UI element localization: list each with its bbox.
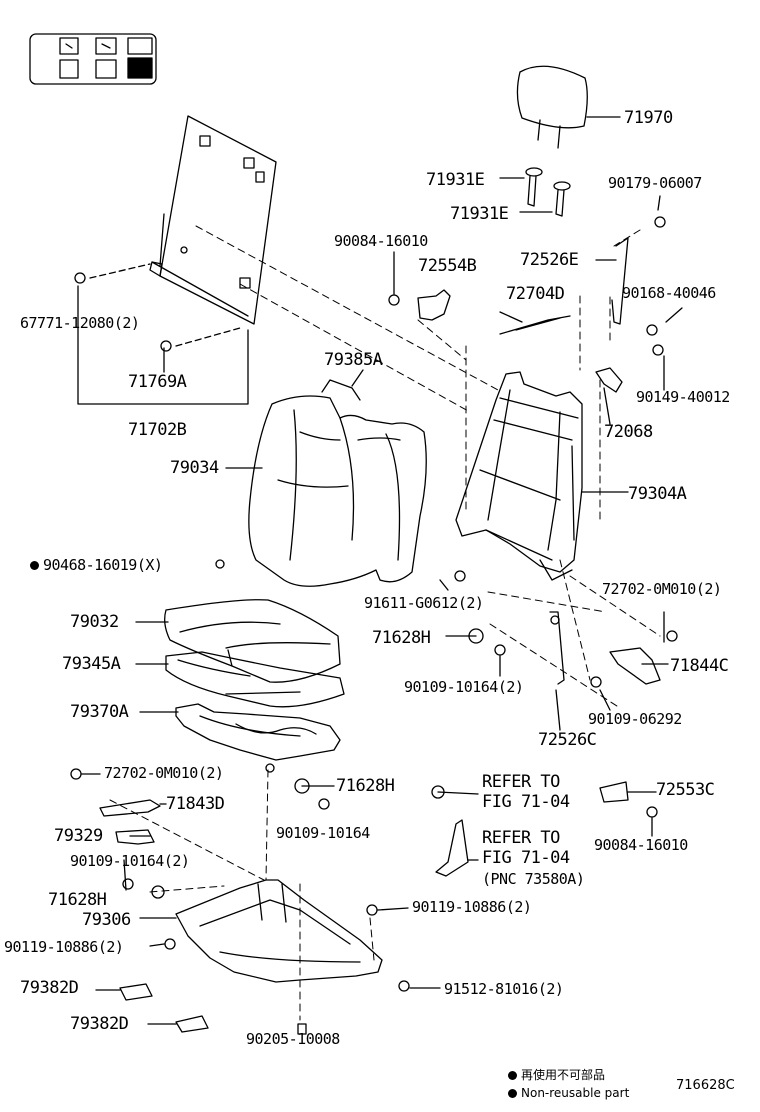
label-72554b: 72554B <box>418 256 477 276</box>
label-71970: 71970 <box>624 108 673 128</box>
legend-line-english: Non-reusable part <box>508 1086 629 1100</box>
label-72704d: 72704D <box>506 284 565 304</box>
seatback-board-drawing <box>89 115 277 347</box>
label-71628h-c: 71628H <box>48 890 107 910</box>
label-71843d: 71843D <box>166 794 225 814</box>
label-79032: 79032 <box>70 612 119 632</box>
legend-bullet-icon <box>508 1071 517 1080</box>
label-90119-10886-left: 90119-10886(2) <box>4 938 124 956</box>
label-79370a: 79370A <box>70 702 129 722</box>
seat-frame-drawing <box>139 703 341 773</box>
refer-note-1-line2: FIG 71-04 <box>482 792 570 812</box>
label-67771-12080: 67771-12080(2) <box>20 314 140 332</box>
label-90084-16010-bottom: 90084-16010 <box>594 836 688 854</box>
label-79382d-upper: 79382D <box>20 978 79 998</box>
refer-note-2-line2: FIG 71-04 <box>482 848 570 868</box>
label-79034: 79034 <box>170 458 219 478</box>
seatback-cushion-drawing <box>225 369 427 587</box>
seat-pad-drawing <box>135 651 345 708</box>
seat-cushion-drawing <box>135 599 341 683</box>
label-71702b: 71702B <box>128 420 187 440</box>
label-71628h-b: 71628H <box>336 776 395 796</box>
label-71628h-a: 71628H <box>372 628 431 648</box>
label-72068: 72068 <box>604 422 653 442</box>
label-79382d-lower: 79382D <box>70 1014 129 1034</box>
legend-line-japanese: 再使用不可部品 <box>508 1068 605 1082</box>
label-90179-06007: 90179-06007 <box>608 174 702 192</box>
label-90084-16010-top: 90084-16010 <box>334 232 428 250</box>
refer-note-1-line1: REFER TO <box>482 772 560 792</box>
headrest-drawing <box>516 65 621 149</box>
label-72526e: 72526E <box>520 250 579 270</box>
label-90468-16019-text: 90468-16019(X) <box>43 556 163 574</box>
seat-base-drawing <box>139 879 383 983</box>
refer-note-2-line3: (PNC 73580A) <box>482 870 585 888</box>
floor-pad-drawing <box>95 983 307 1035</box>
label-79306: 79306 <box>82 910 131 930</box>
refer-note-2-line1: REFER TO <box>482 828 560 848</box>
label-90149-40012: 90149-40012 <box>636 388 730 406</box>
label-71769a: 71769A <box>128 372 187 392</box>
legend-text-english: Non-reusable part <box>521 1086 630 1100</box>
small-fasteners-drawing <box>70 559 678 992</box>
label-72553c: 72553C <box>656 780 715 800</box>
figure-code: 716628C <box>676 1078 735 1093</box>
label-79345a: 79345A <box>62 654 121 674</box>
label-90168-40046: 90168-40046 <box>622 284 716 302</box>
seat-position-thumbnail-icon <box>29 33 157 85</box>
label-90109-10164-2-a: 90109-10164(2) <box>404 678 524 696</box>
non-reusable-bullet-icon <box>30 561 39 570</box>
label-91512-81016: 91512-81016(2) <box>444 980 564 998</box>
leader-lines-71702b <box>74 272 249 405</box>
seatback-frame-drawing <box>455 371 629 581</box>
headrest-support-drawing <box>499 167 571 217</box>
label-90119-10886-right: 90119-10886(2) <box>412 898 532 916</box>
label-72702-0m010-left: 72702-0M010(2) <box>104 764 224 782</box>
label-72702-0m010-right: 72702-0M010(2) <box>602 580 722 598</box>
leader-lines <box>81 195 669 989</box>
label-71931e-upper: 71931E <box>426 170 485 190</box>
label-71931e-lower: 71931E <box>450 204 509 224</box>
label-91611-g0612: 91611-G0612(2) <box>364 594 484 612</box>
label-79385a: 79385A <box>324 350 383 370</box>
seat-lock-parts-drawing <box>388 216 683 425</box>
label-90109-06292: 90109-06292 <box>588 710 682 728</box>
label-90109-10164: 90109-10164 <box>276 824 370 842</box>
label-90468-16019: 90468-16019(X) <box>30 556 163 574</box>
label-79304a: 79304A <box>628 484 687 504</box>
label-90205-10008: 90205-10008 <box>246 1030 340 1048</box>
construction-lines <box>109 225 661 1021</box>
label-72526c: 72526C <box>538 730 597 750</box>
legend-text-japanese: 再使用不可部品 <box>521 1068 606 1082</box>
label-79329: 79329 <box>54 826 103 846</box>
label-71844c: 71844C <box>670 656 729 676</box>
label-90109-10164-2-b: 90109-10164(2) <box>70 852 190 870</box>
legend-bullet-icon-2 <box>508 1089 517 1098</box>
